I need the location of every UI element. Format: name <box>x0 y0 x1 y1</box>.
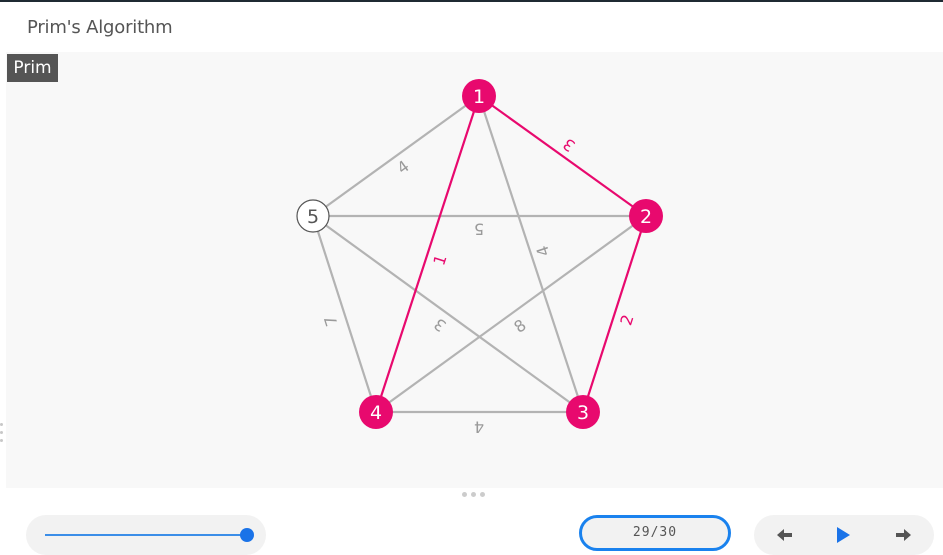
node-label-1: 1 <box>473 86 485 108</box>
node-circle-2[interactable] <box>629 199 663 233</box>
edge-1-4 <box>374 95 481 413</box>
playback-controls <box>754 515 934 555</box>
edge-weight-5-3: 3 <box>430 314 449 335</box>
graph-canvas: 4 5 4 7 3 8 4 3 2 1 1 2 3 4 5 <box>6 52 943 488</box>
node-label-5: 5 <box>307 206 319 228</box>
edge-weight-2-4: 8 <box>510 315 529 336</box>
edge-weight-1-2: 3 <box>559 134 578 155</box>
slider-track[interactable] <box>45 534 249 536</box>
arrow-right-icon[interactable] <box>893 525 913 545</box>
edge-2-4 <box>375 215 647 413</box>
edge-2-3 <box>581 215 648 413</box>
node-2[interactable]: 2 <box>629 199 663 233</box>
arrow-left-icon[interactable] <box>775 525 795 545</box>
edge-weight-5-4: 7 <box>320 313 341 329</box>
edges-layer <box>311 95 648 414</box>
node-circle-3[interactable] <box>566 395 600 429</box>
edge-weight-2-3: 2 <box>616 312 637 328</box>
node-3[interactable]: 3 <box>566 395 600 429</box>
node-circle-5[interactable] <box>296 199 330 233</box>
edge-1-3 <box>477 95 585 413</box>
header: Prim's Algorithm <box>0 2 943 52</box>
progress-slider[interactable] <box>26 515 266 555</box>
play-icon[interactable] <box>833 525 853 545</box>
node-circle-4[interactable] <box>359 395 393 429</box>
node-1[interactable]: 1 <box>462 79 496 113</box>
edge-5-3 <box>312 215 584 413</box>
edge-1-5 <box>312 95 480 217</box>
nodes-layer: 1 2 3 4 5 <box>296 79 663 429</box>
slider-thumb[interactable] <box>240 528 254 542</box>
edge-weight-5-2: 5 <box>474 220 484 239</box>
page-title: Prim's Algorithm <box>27 17 173 38</box>
edge-5-4 <box>311 215 378 413</box>
edge-1-2 <box>478 95 647 217</box>
node-5[interactable]: 5 <box>296 199 330 233</box>
edge-weight-1-5: 4 <box>393 156 412 177</box>
node-label-4: 4 <box>370 402 382 424</box>
graph-svg: 4 5 4 7 3 8 4 3 2 1 1 2 3 4 5 <box>296 79 663 437</box>
node-label-2: 2 <box>640 206 652 228</box>
node-label-3: 3 <box>577 402 589 424</box>
step-counter: 29/30 <box>579 515 731 551</box>
edge-weight-1-4: 1 <box>429 252 450 268</box>
node-4[interactable]: 4 <box>359 395 393 429</box>
left-resize-handle[interactable] <box>0 420 4 454</box>
edge-weight-4-3: 4 <box>474 418 484 437</box>
edge-weight-1-3: 4 <box>532 243 553 259</box>
node-circle-1[interactable] <box>462 79 496 113</box>
algorithm-tag: Prim <box>7 54 58 82</box>
panel-resize-handle[interactable] <box>462 492 485 497</box>
top-border <box>0 0 943 2</box>
